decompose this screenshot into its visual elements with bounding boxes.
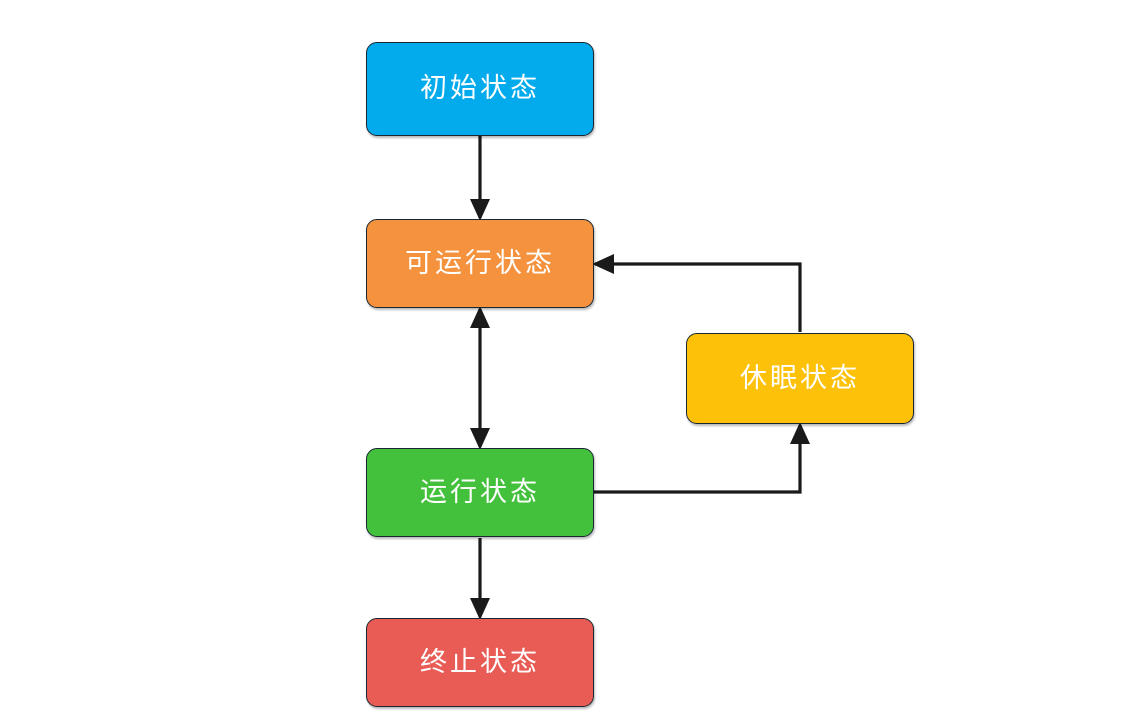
state-node-running[interactable]: 运行状态 [366, 448, 594, 537]
state-node-terminated-label: 终止状态 [420, 646, 540, 678]
state-node-runnable-label: 可运行状态 [405, 247, 555, 279]
state-node-sleeping[interactable]: 休眠状态 [686, 333, 914, 424]
state-node-running-label: 运行状态 [420, 476, 540, 508]
state-node-initial-label: 初始状态 [420, 73, 540, 105]
edge-sleeping-to-runnable [592, 254, 802, 332]
state-node-terminated[interactable]: 终止状态 [366, 618, 594, 707]
state-node-initial[interactable]: 初始状态 [366, 42, 594, 136]
state-node-sleeping-label: 休眠状态 [740, 362, 860, 394]
edge-running-to-sleeping [594, 422, 810, 494]
state-node-runnable[interactable]: 可运行状态 [366, 219, 594, 308]
